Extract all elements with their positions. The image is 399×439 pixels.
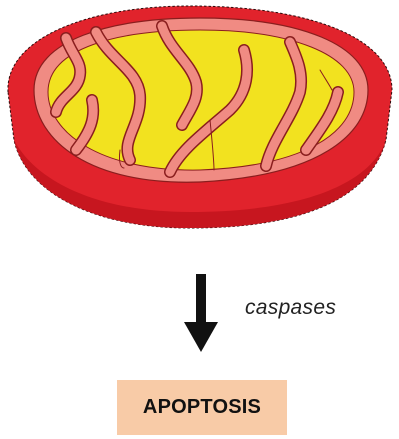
apoptosis-label: APOPTOSIS [143, 396, 261, 419]
caspases-label: caspases [245, 296, 336, 320]
mitochondrion-icon [0, 0, 399, 250]
arrow-down-icon [183, 274, 219, 354]
apoptosis-box: APOPTOSIS [117, 380, 287, 435]
